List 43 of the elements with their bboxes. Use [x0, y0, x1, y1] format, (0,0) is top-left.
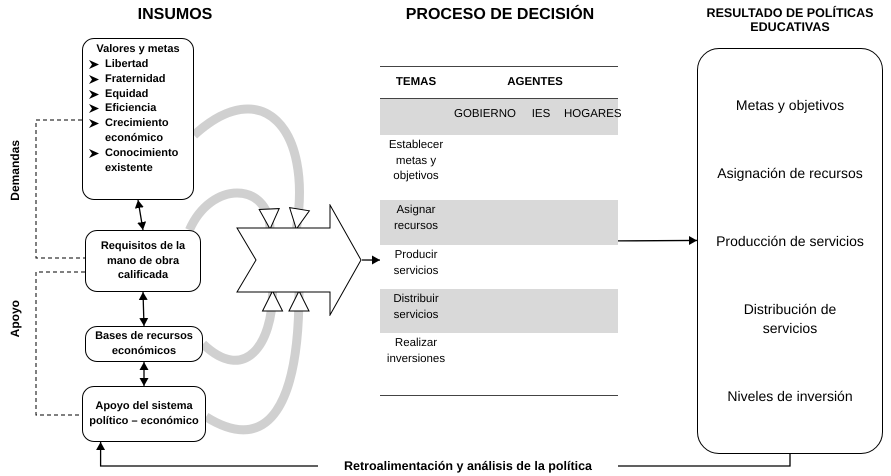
table-cell-text: Producir servicios [392, 248, 440, 279]
input-box [82, 386, 206, 442]
result-item: Niveles de inversión [726, 387, 854, 406]
arrow [140, 362, 148, 386]
list-item: Conocimiento existente [105, 146, 180, 176]
table-cell-text: Distribuir servicios [392, 292, 440, 323]
curved-arrow [204, 290, 310, 434]
arrow [134, 200, 146, 230]
bracket-label: Apoyo [8, 300, 22, 338]
table-cell-text: Realizar inversiones [386, 336, 446, 367]
curved-arrow [185, 188, 278, 232]
bracket-label: Demandas [8, 140, 22, 201]
result-item: Asignación de recursos [716, 164, 864, 183]
input-box [85, 230, 201, 292]
box-text: Apoyo del sistema político – económico [89, 399, 199, 429]
result-item: Metas y objetivos [734, 96, 846, 115]
box-text: Bases de recursos económicos [94, 329, 194, 359]
arrow [618, 236, 697, 245]
column-header: IES [530, 107, 552, 122]
result-item: Distribución de servicios [742, 300, 838, 338]
edge-label: Retroalimentación y análisis de la política [318, 458, 618, 474]
result-box [697, 48, 883, 454]
list-item: Equidad [105, 86, 150, 102]
input-box [82, 38, 194, 200]
column-heading: PROCESO DE DECISIÓN [404, 6, 596, 24]
column-header: GOBIERNO [453, 107, 517, 122]
arrow [362, 256, 380, 265]
input-box [85, 326, 203, 362]
table-cell-text: Asignar recursos [392, 203, 440, 234]
result-item: Producción de servicios [715, 232, 865, 251]
box-text: Requisitos de la mano de obra calificada [100, 238, 186, 284]
list-item: Libertad [105, 56, 150, 72]
arrow [138, 292, 148, 326]
column-heading: RESULTADO DE POLÍTICAS EDUCATIVAS [706, 6, 874, 34]
list-item: Fraternidad [105, 72, 167, 87]
chevron-shape [236, 204, 362, 316]
box-heading: Valores y metas [96, 42, 180, 57]
list-item: Eficiencia [105, 101, 158, 116]
column-heading: INSUMOS [136, 6, 214, 24]
table-cell-text: Establecer metas y objetivos [388, 138, 444, 184]
list-item: Crecimiento económico [105, 116, 170, 146]
column-header: TEMAS [394, 75, 438, 90]
column-header: AGENTES [506, 75, 564, 90]
